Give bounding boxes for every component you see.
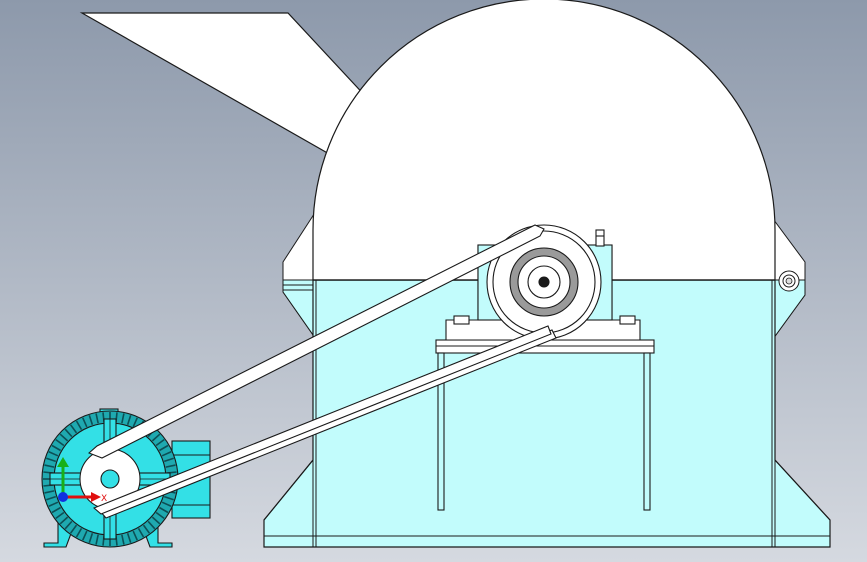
v-belt[interactable] (87, 224, 557, 519)
motor-fin (155, 511, 165, 520)
motor-fin (51, 506, 62, 514)
motor-fin (75, 527, 83, 538)
motor-fin (158, 506, 169, 514)
motor-fin (95, 534, 99, 545)
motor-fin (147, 520, 156, 530)
motor-fin (163, 457, 174, 463)
motor-fin (69, 424, 78, 434)
motor-fin (126, 415, 132, 426)
motor-fin (82, 417, 88, 428)
motor-fin (55, 511, 65, 520)
motor-fin (44, 490, 55, 494)
motor-fin (126, 532, 132, 543)
left-side-flange[interactable] (282, 206, 319, 344)
motor-fin (48, 451, 59, 457)
driven-pulley[interactable] (486, 224, 602, 340)
motor-fin (155, 438, 165, 447)
motor-fin (161, 451, 172, 457)
motor-fin (165, 464, 176, 468)
motor-fin (132, 530, 138, 541)
housing-dome[interactable] (312, 0, 776, 281)
motor-fin (69, 524, 78, 534)
motor-fin (48, 501, 59, 507)
housing-base-lines (263, 280, 831, 547)
motor-fin (75, 420, 83, 431)
motor-fin (132, 417, 138, 428)
motor-fin (88, 415, 94, 426)
motor-fin (121, 413, 125, 424)
motor-fin (161, 501, 172, 507)
motor-fin (142, 524, 151, 534)
motor-fin (46, 457, 57, 463)
motor-fin (44, 464, 55, 468)
motor-fin (46, 495, 57, 501)
motor-fin (88, 532, 94, 543)
motor-fin (137, 527, 145, 538)
electric-motor[interactable] (41, 408, 211, 548)
motor-fin (55, 438, 65, 447)
motor-fin (151, 516, 161, 525)
motor-fin (64, 520, 73, 530)
motor-fin (51, 444, 62, 452)
motor-fin (121, 534, 125, 545)
motor-fin (95, 413, 99, 424)
drain-plug[interactable] (778, 270, 800, 292)
motor-fin (163, 495, 174, 501)
motor-fin (82, 530, 88, 541)
motor-fin (64, 428, 73, 438)
motor-fin (158, 444, 169, 452)
triad-icon: X (57, 457, 107, 504)
triad-x-label: X (101, 494, 107, 504)
motor-fin (59, 433, 69, 442)
motor-fin (151, 433, 161, 442)
motor-fin (59, 516, 69, 525)
